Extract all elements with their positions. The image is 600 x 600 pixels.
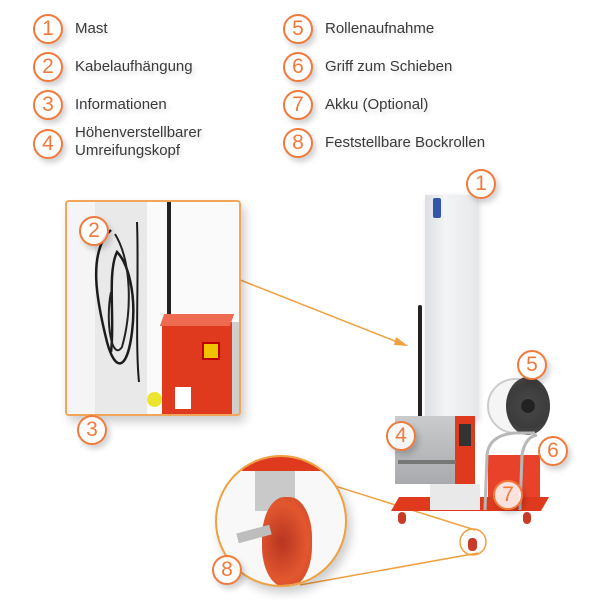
caster-back-right [523,512,531,524]
callout-head: 4 [386,421,416,451]
caster-front-right [468,538,477,551]
column-base [430,484,480,510]
caster-zoom-detail [215,455,347,587]
legend-label: Griff zum Schieben [325,58,453,75]
toothed-belt [167,202,171,352]
head-side [232,322,239,414]
legend-item-information: 3 Informationen [33,90,167,120]
legend-label: Akku (Optional) [325,96,429,113]
number-badge: 5 [283,14,313,44]
legend-label: Informationen [75,96,167,113]
legend-label: Kabelaufhängung [75,58,193,75]
number-badge: 1 [33,14,63,44]
legend-label: Mast [75,20,108,37]
caster-front-left [398,512,406,524]
caster-plate [242,457,342,471]
detail-inset-photo: 2 [65,200,241,416]
number-badge: 7 [283,90,313,120]
mast-clip-icon [433,198,441,218]
strap-guide [398,460,456,464]
legend-item-handle: 6 Griff zum Schieben [283,52,452,82]
callout-battery: 7 [493,480,523,510]
number-badge: 3 [33,90,63,120]
legend-label: Rollenaufnahme [325,20,435,37]
legend-item-cable-hanger: 2 Kabelaufhängung [33,52,193,82]
legend-label-line1: Höhenverstellbarer [75,124,202,141]
cable-coil-icon [94,222,140,383]
number-badge: 4 [33,129,63,159]
callout-information: 3 [77,415,107,445]
callout-casters: 8 [212,555,242,585]
callout-mast: 1 [466,169,496,199]
callout-handle: 6 [538,436,568,466]
reel-hub [506,377,550,435]
control-box-top [159,314,235,326]
legend-item-battery: 7 Akku (Optional) [283,90,428,120]
legend-item-reel: 5 Rollenaufnahme [283,14,434,44]
legend-label: Höhenverstellbarer Umreifungskopf [75,124,202,160]
number-badge: 2 [33,52,63,82]
number-badge: 8 [283,128,313,158]
legend-item-casters: 8 Feststellbare Bockrollen [283,128,485,158]
control-box [162,322,239,414]
main-switch-icon [202,342,220,360]
warning-label [175,387,191,409]
emergency-button-icon [147,392,162,407]
caster-wheel [262,497,312,585]
legend-item-mast: 1 Mast [33,14,108,44]
legend-item-head: 4 Höhenverstellbarer Umreifungskopf [33,124,202,160]
callout-cable-hanger: 2 [79,216,109,246]
legend-label-line2: Umreifungskopf [75,142,181,159]
number-badge: 6 [283,52,313,82]
legend-label: Feststellbare Bockrollen [325,134,486,151]
push-handle [483,431,538,511]
callout-reel: 5 [517,350,547,380]
head-buttons [459,424,471,446]
mast [425,195,477,420]
power-cable [418,305,422,420]
